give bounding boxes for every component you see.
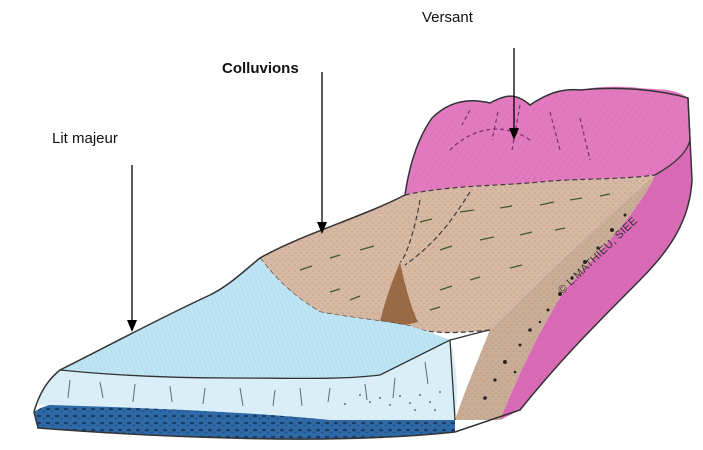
label-colluvions: Colluvions [222,60,299,77]
label-lit-majeur: Lit majeur [52,130,118,147]
arrow-colluvions [317,72,327,234]
label-versant: Versant [422,9,473,26]
arrow-lit-majeur [127,165,137,332]
